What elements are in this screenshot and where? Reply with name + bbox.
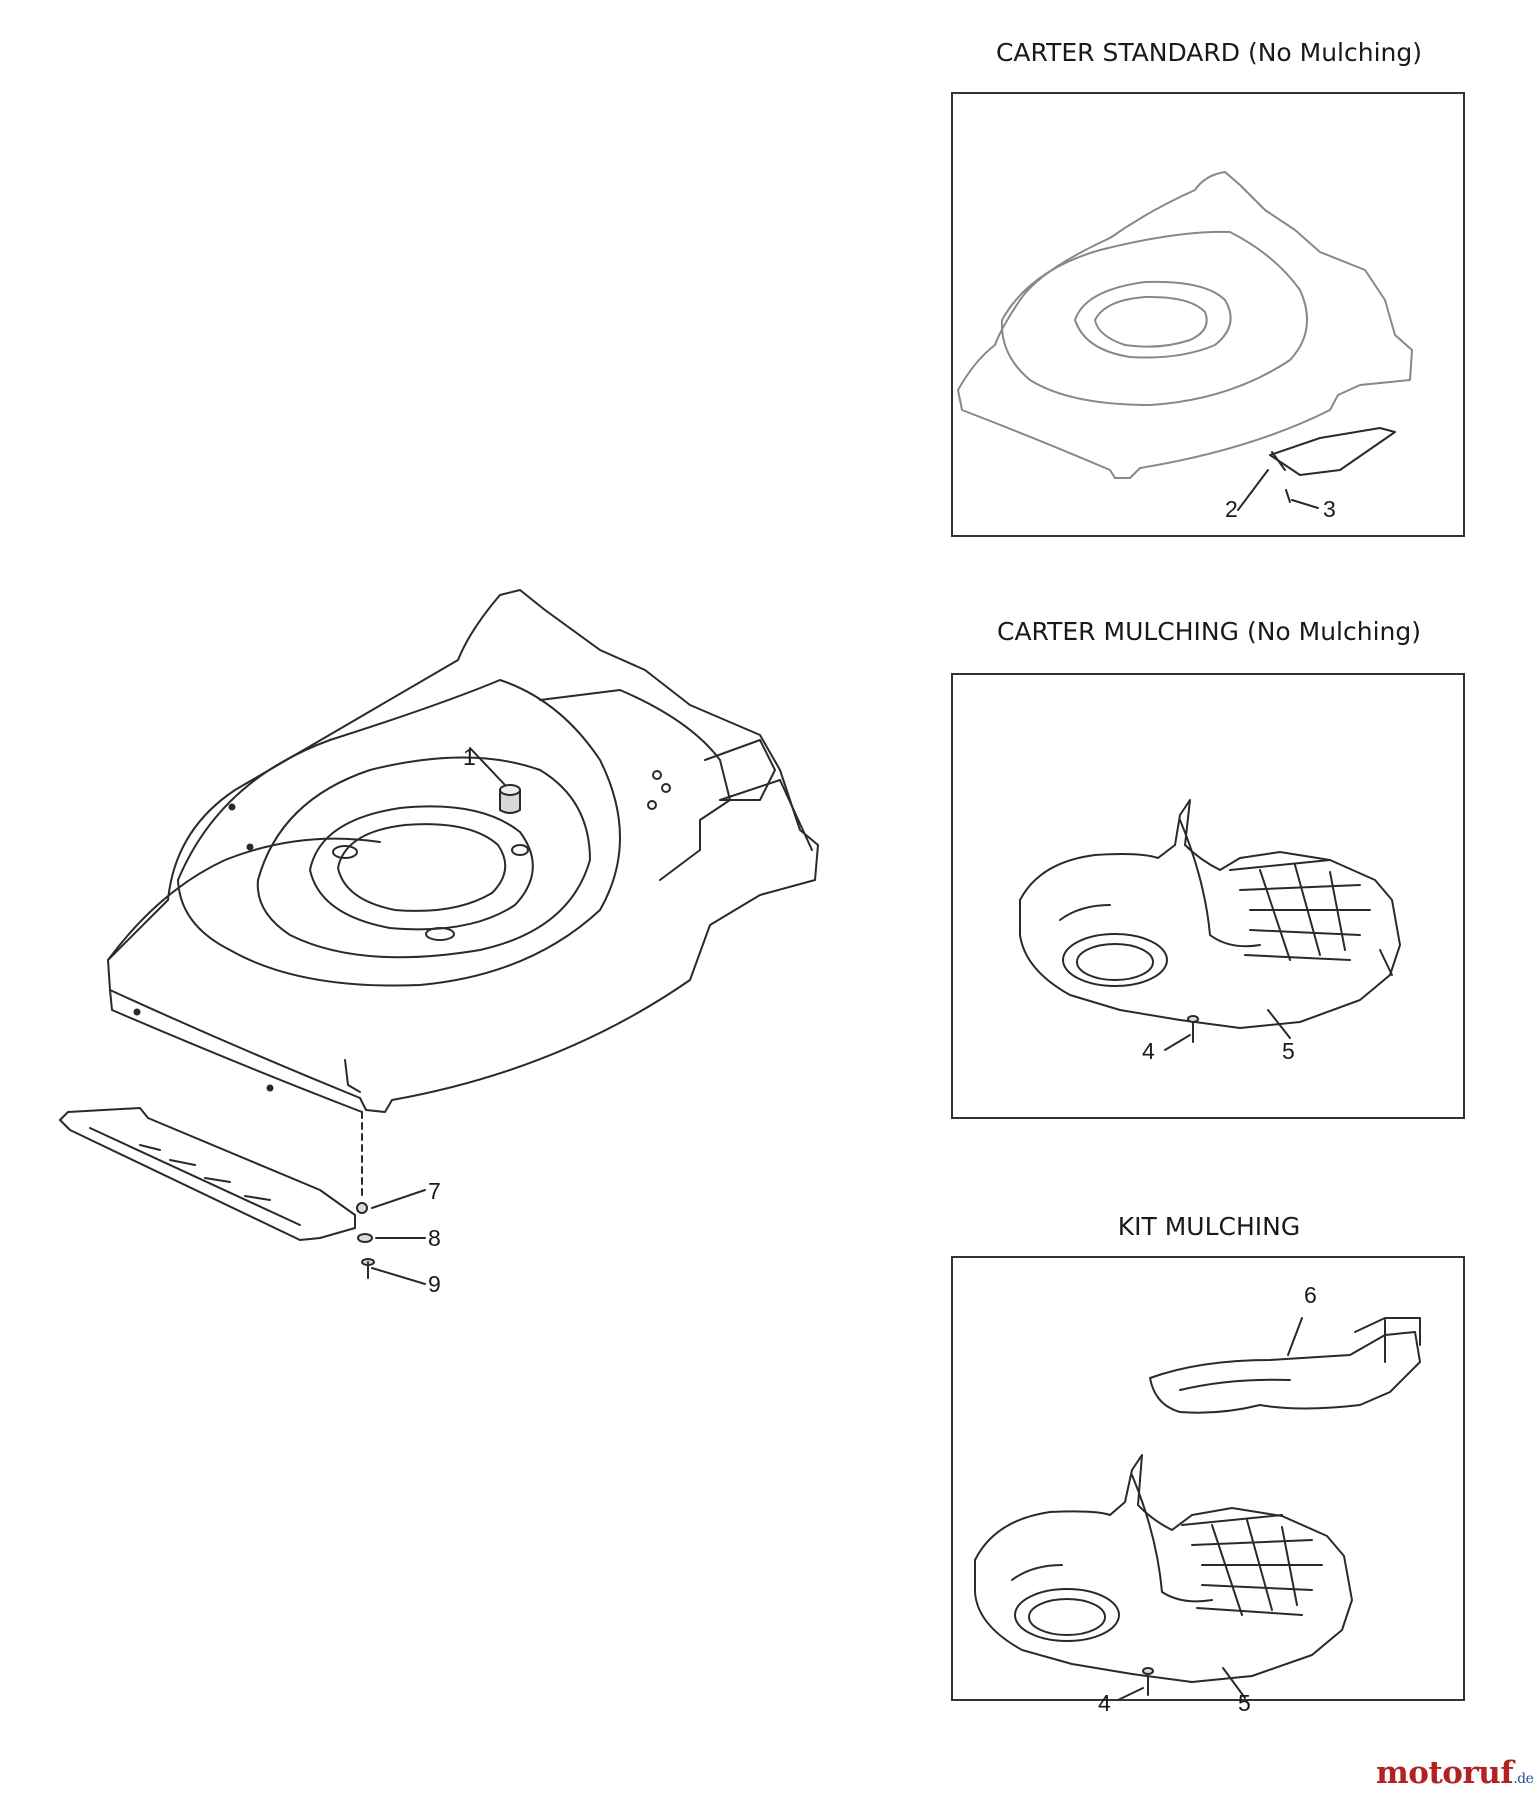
motoruf-watermark: motoruf.de	[1376, 1755, 1534, 1791]
callout-part-7: 7	[428, 1178, 441, 1204]
callout-part-2: 2	[1225, 496, 1238, 522]
main-deck-housing	[107, 589, 819, 1113]
callout-part-6: 6	[1304, 1282, 1317, 1308]
frame-standard	[951, 92, 1465, 537]
mulching-plug-drawing	[1149, 1317, 1421, 1414]
watermark-main: motoruf	[1376, 1755, 1514, 1791]
watermark-suffix: .de	[1513, 1771, 1534, 1787]
screw-part-9	[361, 1258, 375, 1279]
panel-title-standard: CARTER STANDARD (No Mulching)	[995, 38, 1423, 67]
mulching-insert-drawing-a	[1019, 799, 1401, 1051]
callout-part-1: 1	[463, 744, 476, 770]
rear-flap	[59, 1107, 368, 1241]
deck-standard-drawing	[957, 171, 1413, 511]
frame-mulching	[951, 673, 1465, 1119]
callout-part-5b: 5	[1238, 1690, 1251, 1716]
callout-part-9: 9	[428, 1271, 441, 1297]
panel-title-kit: KIT MULCHING	[1117, 1212, 1301, 1241]
mulching-insert-drawing-b	[974, 1454, 1353, 1701]
callout-part-5a: 5	[1282, 1038, 1295, 1064]
panel-title-mulching: CARTER MULCHING (No Mulching)	[997, 617, 1421, 646]
frame-kit	[951, 1256, 1465, 1701]
callout-part-4a: 4	[1142, 1038, 1155, 1064]
callout-part-4b: 4	[1098, 1690, 1111, 1716]
callout-part-3: 3	[1323, 496, 1336, 522]
washer-part	[357, 1233, 373, 1243]
callout-part-8: 8	[428, 1225, 441, 1251]
